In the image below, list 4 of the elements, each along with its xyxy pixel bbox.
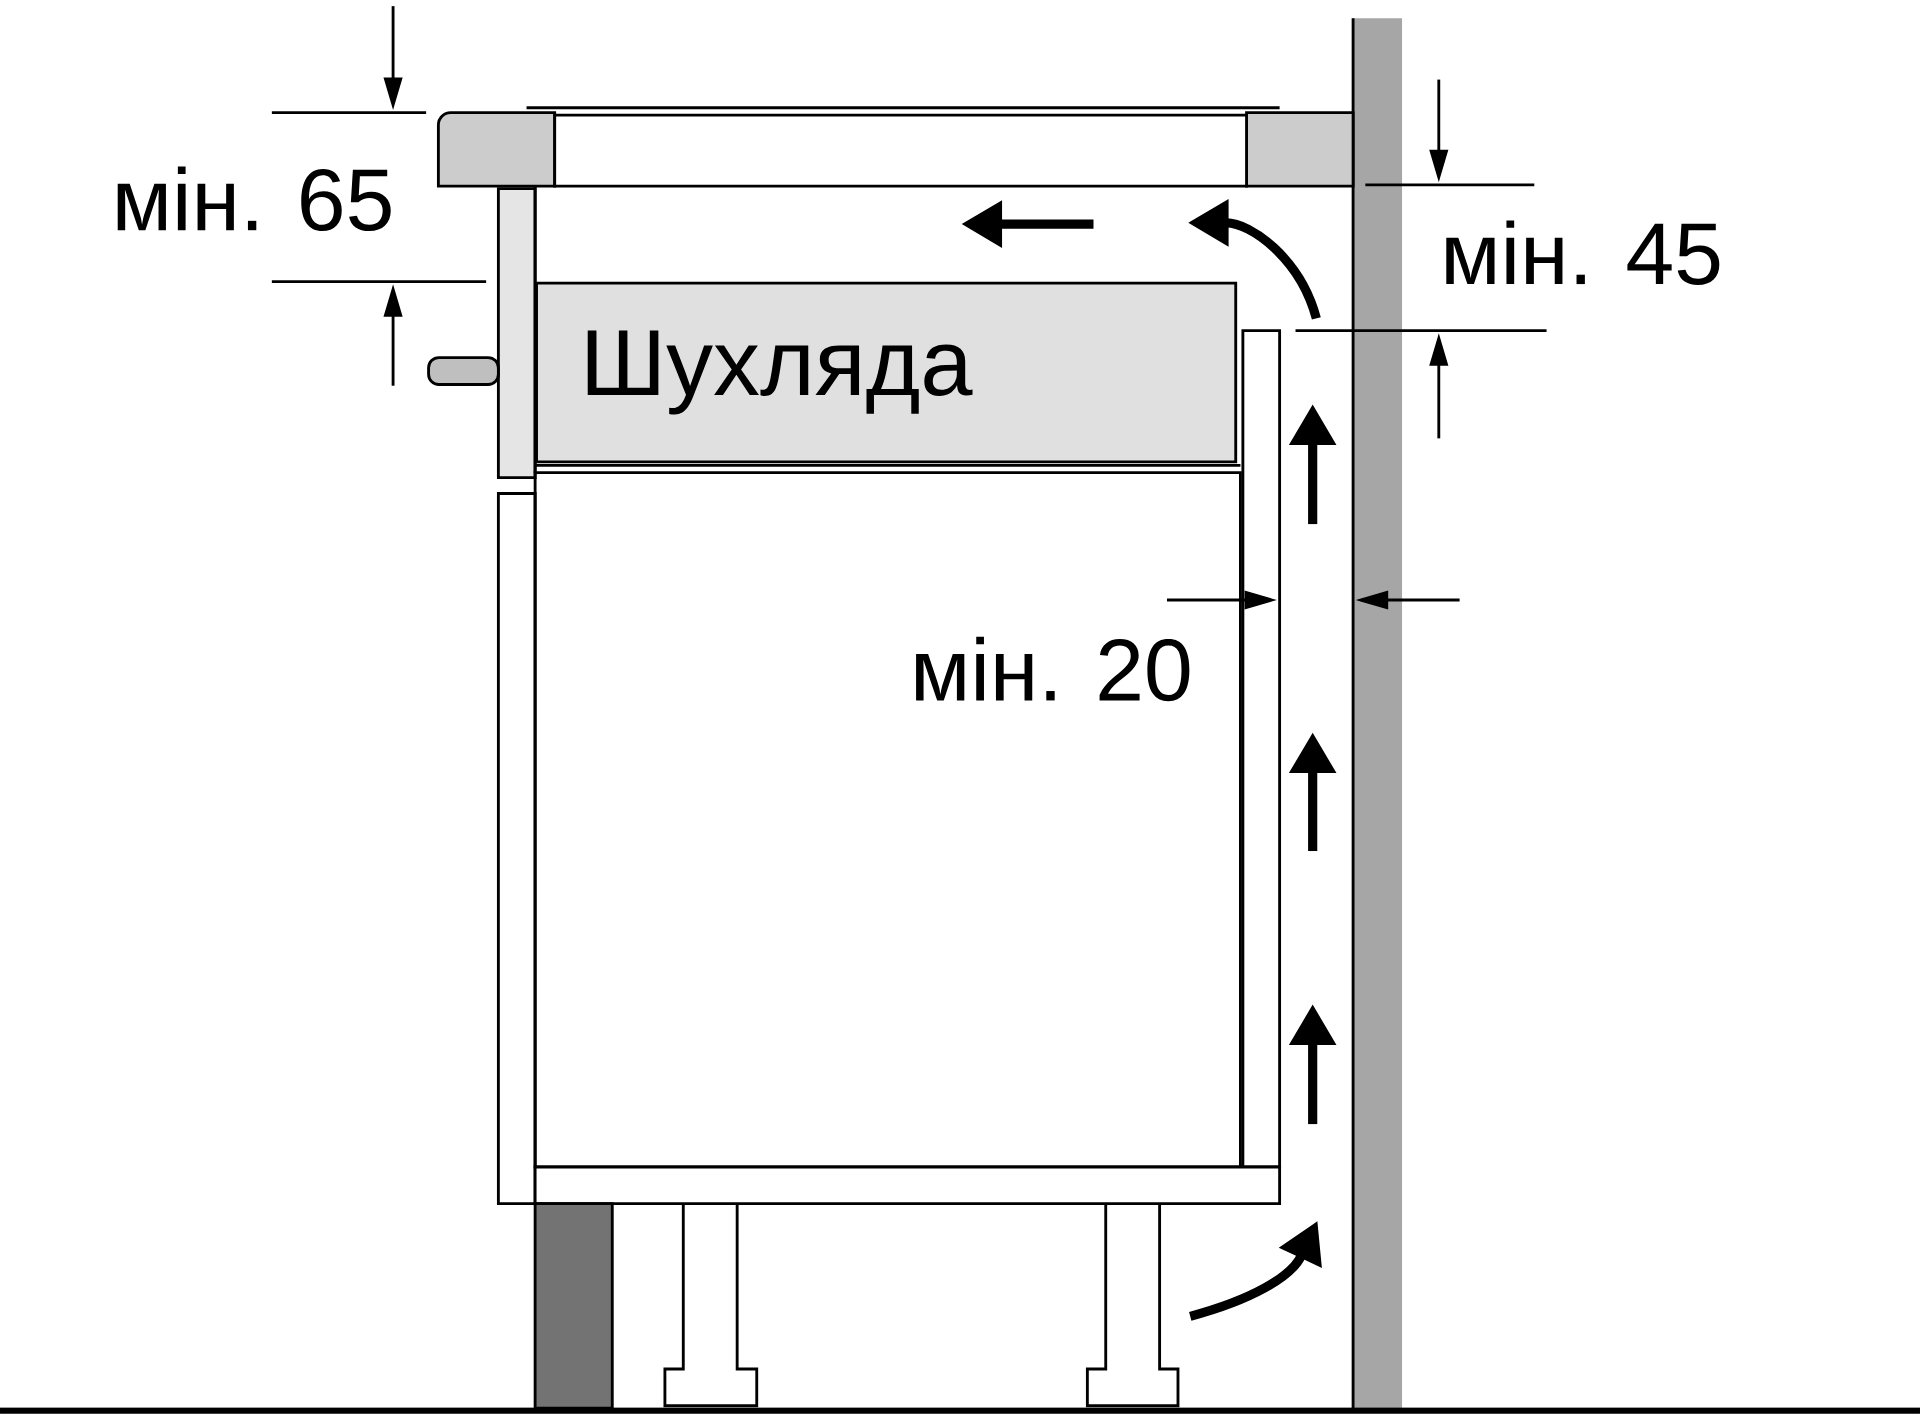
- dimension-label: мін. 20: [916, 636, 1190, 702]
- drawer-box: Шухляда: [535, 281, 1238, 464]
- dimension-label: мін. 45: [1446, 220, 1720, 285]
- dimension-label: мін. 65: [117, 166, 391, 232]
